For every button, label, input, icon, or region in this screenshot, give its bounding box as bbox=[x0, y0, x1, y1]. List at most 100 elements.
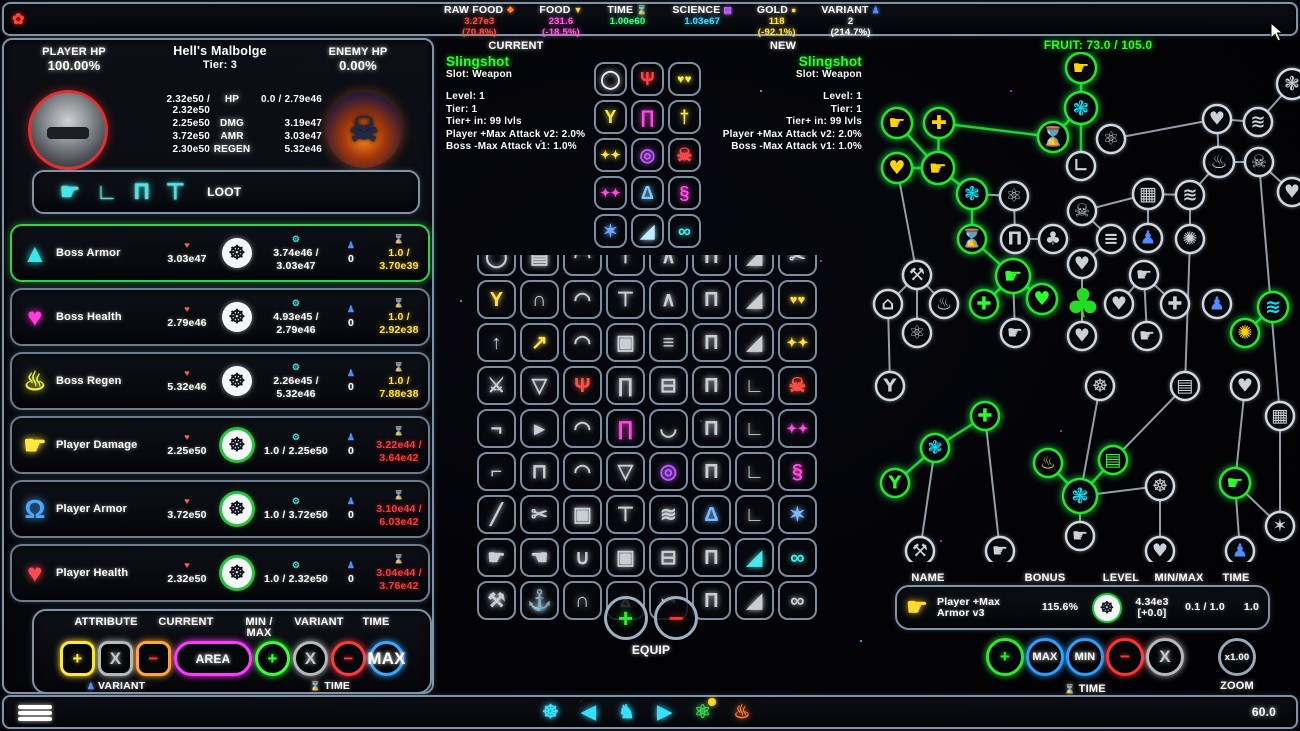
inventory-sombrero[interactable]: ◠ bbox=[563, 452, 602, 491]
inventory-item[interactable]: ◯ bbox=[477, 255, 516, 276]
attribute-row-boss-armor[interactable]: ▲Boss Armor♥3.03e47☸⚙3.74e46 / 3.03e47♟0… bbox=[10, 224, 430, 282]
node-book-w[interactable]: ▤ bbox=[1169, 370, 1201, 402]
inventory-cargo-shorts[interactable]: Π bbox=[692, 323, 731, 362]
inventory-coat[interactable]: ∏ bbox=[606, 366, 645, 405]
prestige-swirl-icon[interactable]: ☸ bbox=[222, 558, 252, 588]
skill-tree-icon[interactable]: ⚛ bbox=[694, 697, 717, 722]
time-max-button[interactable]: MAX bbox=[367, 641, 406, 676]
node-tree-gray[interactable]: ♣ bbox=[1037, 223, 1069, 255]
inventory-t-shirt[interactable]: ⊤ bbox=[606, 280, 645, 319]
heart-earrings-item[interactable]: ♥♥ bbox=[668, 62, 701, 96]
node-swirl-w[interactable]: ☸ bbox=[1084, 370, 1116, 402]
inventory-shorts[interactable]: Π bbox=[692, 581, 731, 620]
inventory-horns[interactable]: ∪ bbox=[563, 538, 602, 577]
pet-icon[interactable]: ✿ bbox=[12, 11, 25, 28]
node-molecule[interactable]: ⚛ bbox=[901, 317, 933, 349]
selected-node-row[interactable]: ☛ Player +Max Armor v3 115.6% ☸ 4.34e3[+… bbox=[895, 585, 1270, 630]
inventory-pants[interactable]: Π bbox=[692, 409, 731, 448]
shuriken-item[interactable]: ✶ bbox=[594, 214, 627, 248]
inventory-shorts[interactable]: Π bbox=[692, 280, 731, 319]
inventory-kimono[interactable]: ⊤ bbox=[606, 495, 645, 534]
node-fireworks[interactable]: ✺ bbox=[1174, 223, 1206, 255]
node-legs[interactable]: Π bbox=[999, 223, 1031, 255]
inventory-pajama-coat[interactable]: ∏ bbox=[606, 409, 645, 448]
skull-necklace-item[interactable]: ☠ bbox=[668, 138, 701, 172]
inventory-beanie[interactable]: ◠ bbox=[563, 323, 602, 362]
node-anvil-2[interactable]: ⚒ bbox=[904, 535, 936, 562]
prestige-swirl-icon[interactable]: ☸ bbox=[222, 366, 252, 396]
inventory-crossed-swords[interactable]: ⚔ bbox=[477, 366, 516, 405]
next-arrow-icon[interactable]: ▶ bbox=[657, 701, 673, 723]
attr-buy-minus-button[interactable]: − bbox=[136, 641, 171, 676]
node-heart-shield-2[interactable]: ♥ bbox=[1025, 282, 1059, 316]
node-book[interactable]: ▤ bbox=[1097, 444, 1129, 476]
inventory-viking-helmet[interactable]: Ψ bbox=[563, 366, 602, 405]
node-wolf[interactable]: ☠ bbox=[1066, 195, 1098, 227]
inventory-tall-boots[interactable]: ∟ bbox=[735, 409, 774, 448]
node-fist[interactable]: ☛ bbox=[880, 106, 914, 140]
inventory-fist[interactable]: ☛ bbox=[477, 538, 516, 577]
prestige-cell[interactable]: ☸ bbox=[216, 494, 258, 524]
tree-minus-button[interactable]: − bbox=[1106, 638, 1144, 676]
prestige-swirl-icon[interactable]: ☸ bbox=[1094, 594, 1120, 621]
inventory-pants[interactable]: Π bbox=[692, 366, 731, 405]
inventory-item[interactable]: ∧ bbox=[649, 255, 688, 276]
node-sheep-3[interactable]: ❃ bbox=[919, 432, 951, 464]
prestige-cell[interactable]: ☸ bbox=[216, 366, 258, 396]
inventory-suspender-pants[interactable]: Π bbox=[692, 538, 731, 577]
inventory-ballet-shoes[interactable]: ◢ bbox=[735, 280, 774, 319]
inventory-scroll-area[interactable]: ◯▤◠⊤∧Π◢✂Y∩◠⊤∧Π◢♥♥↑↗◠▣≡Π◢✦✦⚔▽Ψ∏⊟Π∟☠¬▸◠∏◡Π… bbox=[477, 255, 821, 627]
inventory-drop-earrings[interactable]: ✦✦ bbox=[778, 323, 817, 362]
inventory-chains[interactable]: ≋ bbox=[649, 495, 688, 534]
node-person-blue[interactable]: ♟ bbox=[1132, 222, 1164, 254]
attribute-row-player-health[interactable]: ♥Player Health♥2.32e50☸⚙1.0 / 2.32e50♟0⌛… bbox=[10, 544, 430, 602]
inventory-item[interactable]: ✂ bbox=[778, 255, 817, 276]
node-house[interactable]: ⌂ bbox=[872, 288, 904, 320]
node-arm[interactable]: ☛ bbox=[1064, 52, 1098, 85]
inventory-item[interactable]: ◠ bbox=[563, 255, 602, 276]
inventory-item[interactable]: ▤ bbox=[520, 255, 559, 276]
inventory-kunai[interactable]: ✂ bbox=[520, 495, 559, 534]
node-swirl-w2[interactable]: ☸ bbox=[1144, 470, 1176, 502]
prestige-cell[interactable]: ☸ bbox=[216, 430, 258, 460]
attribute-row-boss-regen[interactable]: ♨Boss Regen♥5.32e46☸⚙2.26e45 / 5.32e46♟0… bbox=[10, 352, 430, 410]
inventory-hood[interactable]: ∩ bbox=[520, 280, 559, 319]
torch-item[interactable]: † bbox=[668, 100, 701, 134]
node-campfire[interactable]: ♨ bbox=[928, 288, 960, 320]
node-arm-2[interactable]: ☛ bbox=[920, 150, 956, 186]
inventory-rings[interactable]: ∞ bbox=[778, 538, 817, 577]
node-heart-w5[interactable]: ♥ bbox=[1144, 535, 1176, 562]
battle-icon[interactable]: ♞ bbox=[618, 701, 636, 723]
pajama-coat-item[interactable]: ∏ bbox=[631, 100, 664, 134]
inventory-bullet[interactable]: ▸ bbox=[520, 409, 559, 448]
inventory-boots[interactable]: ∟ bbox=[735, 366, 774, 405]
inventory-crossbow[interactable]: ↑ bbox=[477, 323, 516, 362]
inventory-chest-armor[interactable]: ▣ bbox=[606, 538, 645, 577]
time-plus-button[interactable]: + bbox=[255, 641, 290, 676]
inventory-shuriken[interactable]: ✶ bbox=[778, 495, 817, 534]
node-heart-w3[interactable]: ♥ bbox=[1066, 320, 1098, 352]
prestige-cell[interactable]: ☸ bbox=[216, 558, 258, 588]
node-lion[interactable]: ☠ bbox=[1243, 146, 1275, 178]
tree-plus-button[interactable]: + bbox=[986, 638, 1024, 676]
magenta-earrings-item[interactable]: ✦✦ bbox=[594, 176, 627, 210]
inventory-rubber-boots[interactable]: ∟ bbox=[735, 452, 774, 491]
tree-max-button[interactable]: MAX bbox=[1026, 638, 1064, 676]
node-pasta[interactable]: ≋ bbox=[1256, 290, 1290, 324]
inventory-hood[interactable]: ∩ bbox=[563, 581, 602, 620]
node-heart-cross-3[interactable]: ✚ bbox=[969, 400, 1001, 432]
inventory-fedora[interactable]: ◠ bbox=[563, 409, 602, 448]
slingshot-item[interactable]: Y bbox=[594, 100, 627, 134]
inventory-pants[interactable]: Π bbox=[692, 452, 731, 491]
zoom-button[interactable]: x1.00 bbox=[1218, 638, 1256, 676]
node-arm-w2[interactable]: ☛ bbox=[1131, 320, 1163, 352]
node-sparkle[interactable]: ✺ bbox=[1229, 317, 1261, 349]
prestige-cell[interactable]: ☸ bbox=[216, 302, 258, 332]
shirt-icon[interactable]: ⊤ bbox=[165, 179, 186, 204]
area-button[interactable]: AREA bbox=[174, 641, 252, 676]
inventory-slingshot[interactable]: Y bbox=[477, 280, 516, 319]
node-sheep-w[interactable]: ❃ bbox=[1275, 67, 1300, 101]
node-boot[interactable]: ∟ bbox=[1065, 150, 1097, 182]
node-sheep-2[interactable]: ❃ bbox=[955, 177, 989, 211]
node-heart-hands[interactable]: ♥ bbox=[1066, 248, 1098, 280]
